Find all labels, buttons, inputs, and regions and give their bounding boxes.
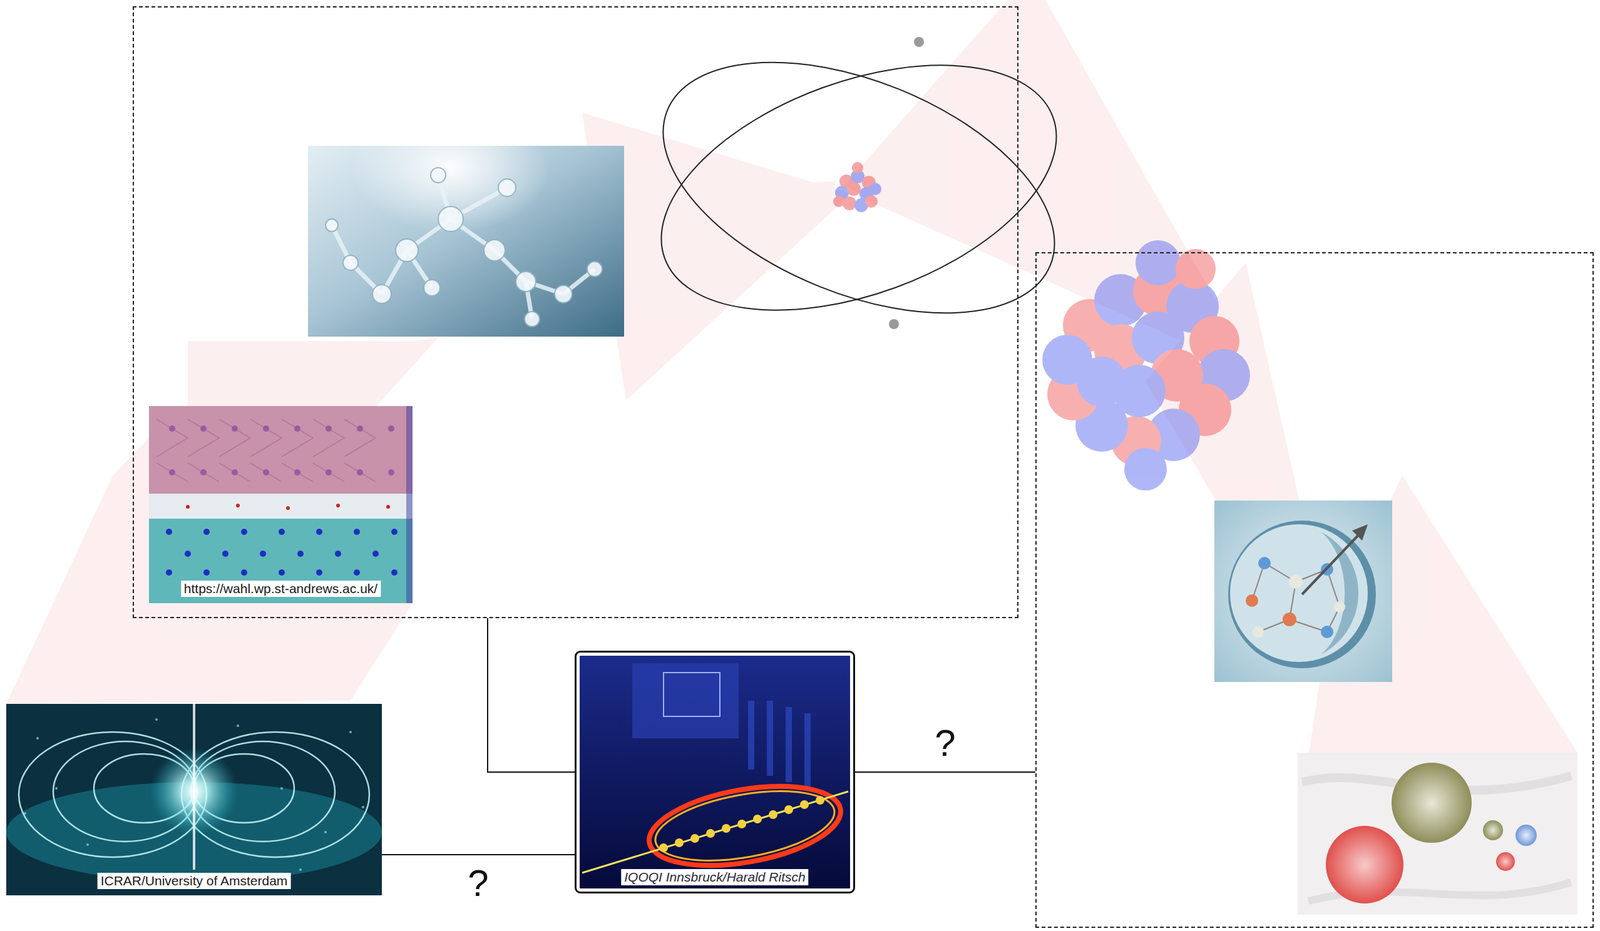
molecule-picture xyxy=(307,118,625,337)
atom-picture xyxy=(627,11,1090,364)
scale-region: https://wahl.wp.st-andrews.ac.uk/ xyxy=(132,6,1019,619)
quantum-computer-picture xyxy=(578,654,852,891)
nucleon-picture xyxy=(1214,500,1393,683)
connector-line xyxy=(855,771,1036,774)
scale-region xyxy=(1035,252,1594,929)
quantum-computer-image: IQOQI Innsbruck/Harald Ritsch xyxy=(574,651,856,894)
neutron-star-image: ICRAR/University of Amsterdam xyxy=(6,704,382,896)
nucleus-picture xyxy=(1042,240,1251,491)
neutron-star-picture xyxy=(6,704,382,896)
edge-label: ? xyxy=(465,865,491,903)
edge-label: ? xyxy=(932,724,958,763)
connector-line xyxy=(381,854,575,856)
quark-picture xyxy=(1297,753,1578,916)
image-credit: https://wahl.wp.st-andrews.ac.uk/ xyxy=(180,580,381,598)
connector-line xyxy=(487,618,575,773)
image-credit: ICRAR/University of Amsterdam xyxy=(97,873,292,890)
materials-image: https://wahl.wp.st-andrews.ac.uk/ xyxy=(148,406,413,604)
material-picture xyxy=(148,406,413,604)
image-credit: IQOQI Innsbruck/Harald Ritsch xyxy=(620,869,809,886)
